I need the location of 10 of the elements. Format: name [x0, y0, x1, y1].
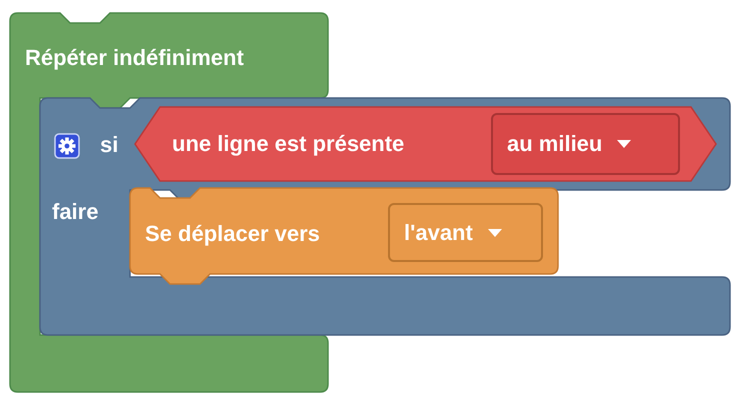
block-label: faire	[52, 200, 98, 224]
block-label: si	[100, 133, 118, 157]
dropdown: au milieu	[491, 113, 680, 175]
block-label: une ligne est présente	[172, 132, 404, 156]
condition-block	[135, 107, 716, 181]
if-block	[40, 98, 730, 335]
block-label: Se déplacer vers	[145, 222, 320, 246]
move-block	[130, 188, 558, 284]
dropdown: l'avant	[388, 203, 543, 262]
block-label: Répéter indéfiniment	[25, 46, 244, 70]
